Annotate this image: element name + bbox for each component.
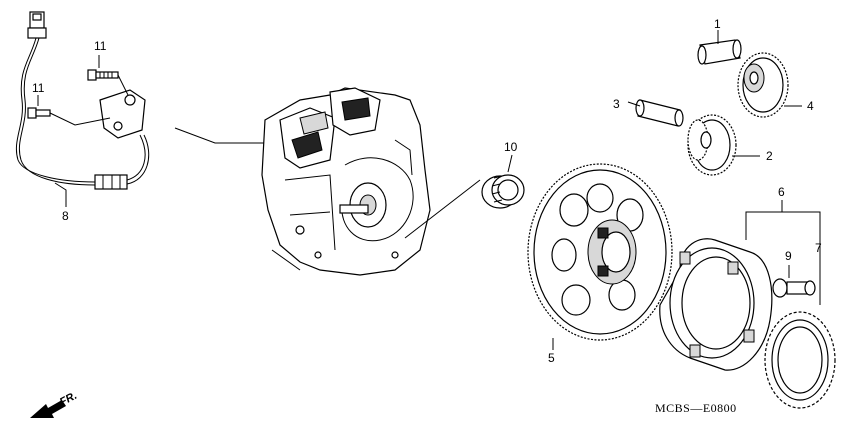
callout-4: 4 (807, 99, 814, 113)
callout-9: 9 (785, 249, 792, 263)
engine-crankcase (174, 87, 481, 276)
callout-bracket (745, 211, 821, 305)
reduction-gear-shaft-lower (627, 99, 684, 127)
callout-11-lower: 11 (32, 81, 45, 95)
callout-10: 10 (504, 140, 518, 154)
pulse-generator-harness (15, 11, 150, 207)
front-marker: FR. (58, 390, 79, 409)
callout-7: 7 (815, 241, 822, 255)
callout-5: 5 (548, 351, 555, 365)
one-way-clutch-ring (764, 311, 836, 409)
callout-2: 2 (766, 149, 773, 163)
diagram-code: MCBS—E0800 (655, 401, 737, 415)
callout-8: 8 (62, 209, 69, 223)
socket-bolt (772, 265, 816, 298)
callout-1: 1 (714, 17, 721, 31)
needle-bearing (481, 154, 525, 209)
starter-idle-gear-upper (737, 52, 802, 118)
callout-6: 6 (778, 185, 785, 199)
callout-3: 3 (613, 97, 620, 111)
starter-clutch-outer (659, 238, 773, 371)
starter-idle-gear-lower (687, 114, 760, 176)
bolt-lower (27, 95, 111, 126)
bolt-upper (87, 55, 129, 96)
starter-driven-gear (527, 163, 673, 350)
front-arrow-icon (30, 400, 66, 418)
reduction-gear-shaft-upper (697, 30, 742, 65)
callout-11-upper: 11 (94, 39, 107, 53)
